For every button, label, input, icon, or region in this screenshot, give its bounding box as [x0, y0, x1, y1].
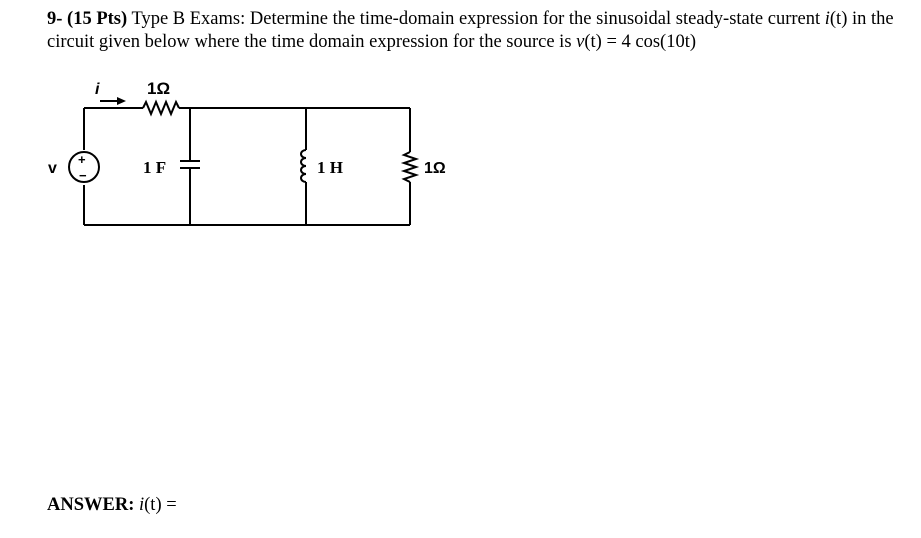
current-symbol: i	[824, 9, 830, 29]
question-text-part-3: (t) = 4 cos(10t)	[584, 32, 697, 52]
source-symbol: v	[576, 32, 585, 52]
source-plus-sign: +	[78, 152, 86, 167]
shunt-resistor	[400, 151, 420, 183]
series-resistor	[142, 99, 180, 117]
source-minus-sign: −	[79, 168, 87, 183]
answer-line: ANSWER: i(t) =	[47, 495, 177, 516]
voltage-source	[68, 151, 100, 183]
question-number: 9- (15 Pts)	[47, 9, 128, 29]
capacitor-label: 1 F	[143, 158, 166, 177]
answer-current-symbol: i	[139, 495, 145, 515]
answer-expression: (t) =	[144, 495, 177, 515]
answer-label: ANSWER:	[47, 495, 135, 515]
source-label: v	[48, 160, 57, 177]
inductor-coil	[300, 149, 307, 183]
question-text-part-1: Type B Exams: Determine the time-domain …	[127, 9, 825, 29]
series-resistor-label: 1Ω	[147, 79, 170, 98]
inductor-label: 1 H	[317, 158, 343, 177]
current-arrow	[100, 97, 126, 105]
question-text-part-2: (t) in the circuit given below where the…	[47, 9, 894, 52]
question-text: 9- (15 Pts) Type B Exams: Determine the …	[47, 8, 907, 54]
shunt-resistor-label: 1Ω	[424, 160, 446, 177]
current-label: i	[95, 81, 100, 98]
